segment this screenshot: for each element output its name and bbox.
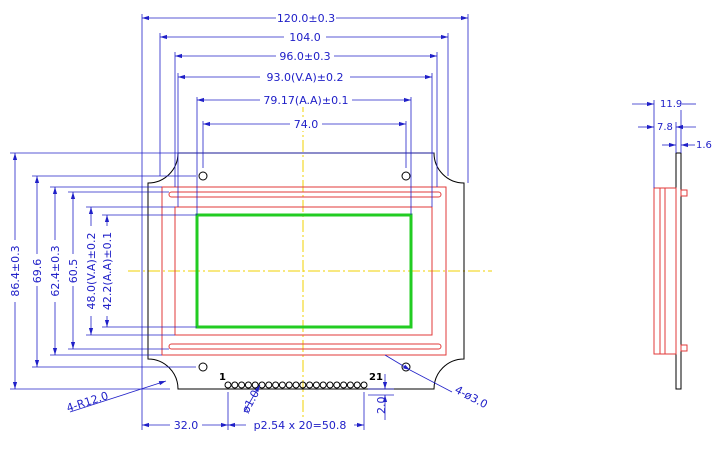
dim-holes-outer-height: 69.6 xyxy=(31,259,44,284)
dim-overall-width: 120.0±0.3 xyxy=(277,12,335,25)
dim-active-area-width: 79.17(A.A)±0.1 xyxy=(263,94,348,107)
dim-mount-holes: 4-ø3.0 xyxy=(453,383,490,411)
dim-overall-height: 86.4±0.3 xyxy=(9,245,22,296)
dim-viewing-area-height: 48.0(V.A)±0.2 xyxy=(85,233,98,310)
side-dimensions xyxy=(632,100,696,188)
connector-pin xyxy=(353,381,361,389)
dim-pcb-thickness: 1.6 xyxy=(696,140,712,151)
mount-hole-bottom-right xyxy=(401,362,411,372)
dim-bezel-inner-height: 60.5 xyxy=(67,259,80,284)
connector-pin xyxy=(360,381,368,389)
pin-21-label: 21 xyxy=(369,372,383,383)
connector-pin xyxy=(340,381,348,389)
mount-hole-top-left xyxy=(198,171,208,181)
dim-active-area-height: 42.2(A.A)±0.1 xyxy=(101,232,114,310)
connector-pin xyxy=(306,381,314,389)
dim-pin-diameter: ø1.0 xyxy=(239,388,262,416)
height-labels: 86.4±0.3 69.6 62.4±0.3 60.5 48.0(V.A)±0.… xyxy=(8,226,114,316)
front-view: 120.0±0.3 104.0 96.0±0.3 93.0(V.A)±0.2 7… xyxy=(8,11,492,432)
side-pcb xyxy=(675,152,682,390)
connector-pin xyxy=(333,381,341,389)
bezel xyxy=(161,186,447,356)
connector-pin xyxy=(244,381,252,389)
connector-pin xyxy=(292,381,300,389)
mount-hole-top-right xyxy=(401,171,411,181)
dim-hole-pitch-width: 74.0 xyxy=(294,118,319,131)
mount-hole-bottom-left xyxy=(198,362,208,372)
side-lcd-module xyxy=(653,187,688,355)
connector-pin xyxy=(272,381,280,389)
connector-pin xyxy=(265,381,273,389)
connector-pin xyxy=(238,381,246,389)
connector-pin xyxy=(231,381,239,389)
dim-module-depth: 7.8 xyxy=(657,122,673,133)
dim-connector-offset: 32.0 xyxy=(174,419,199,432)
pcb-outline xyxy=(147,152,465,390)
side-labels: 11.9 7.8 1.6 xyxy=(656,97,712,151)
dim-bezel-height: 62.4±0.3 xyxy=(49,245,62,296)
dim-viewing-area-width: 93.0(V.A)±0.2 xyxy=(267,71,344,84)
pin-1-label: 1 xyxy=(219,372,226,383)
dim-bezel-width: 96.0±0.3 xyxy=(279,50,330,63)
connector-pin xyxy=(285,381,293,389)
dim-holes-outer-width: 104.0 xyxy=(289,31,321,44)
dim-pin-pitch: p2.54 x 20=50.8 xyxy=(254,419,347,432)
dim-total-thickness: 11.9 xyxy=(660,99,682,110)
dim-pin-height: 2.0 xyxy=(375,397,388,415)
width-labels: 120.0±0.3 104.0 96.0±0.3 93.0(V.A)±0.2 7… xyxy=(260,11,352,131)
connector-pin xyxy=(299,381,307,389)
connector-pin xyxy=(346,381,354,389)
connector-pin xyxy=(312,381,320,389)
dim-corner-radius: 4-R12.0 xyxy=(65,389,110,415)
active-area xyxy=(195,213,413,329)
side-view: 11.9 7.8 1.6 xyxy=(632,97,712,390)
connector-labels: 1 21 32.0 p2.54 x 20=50.8 ø1.0 2.0 4-R12… xyxy=(65,372,490,432)
connector-pin xyxy=(319,381,327,389)
connector-pins xyxy=(224,381,368,389)
connector-pin xyxy=(251,381,259,389)
connector-pin xyxy=(326,381,334,389)
connector-pin xyxy=(224,381,232,389)
connector-pin xyxy=(278,381,286,389)
